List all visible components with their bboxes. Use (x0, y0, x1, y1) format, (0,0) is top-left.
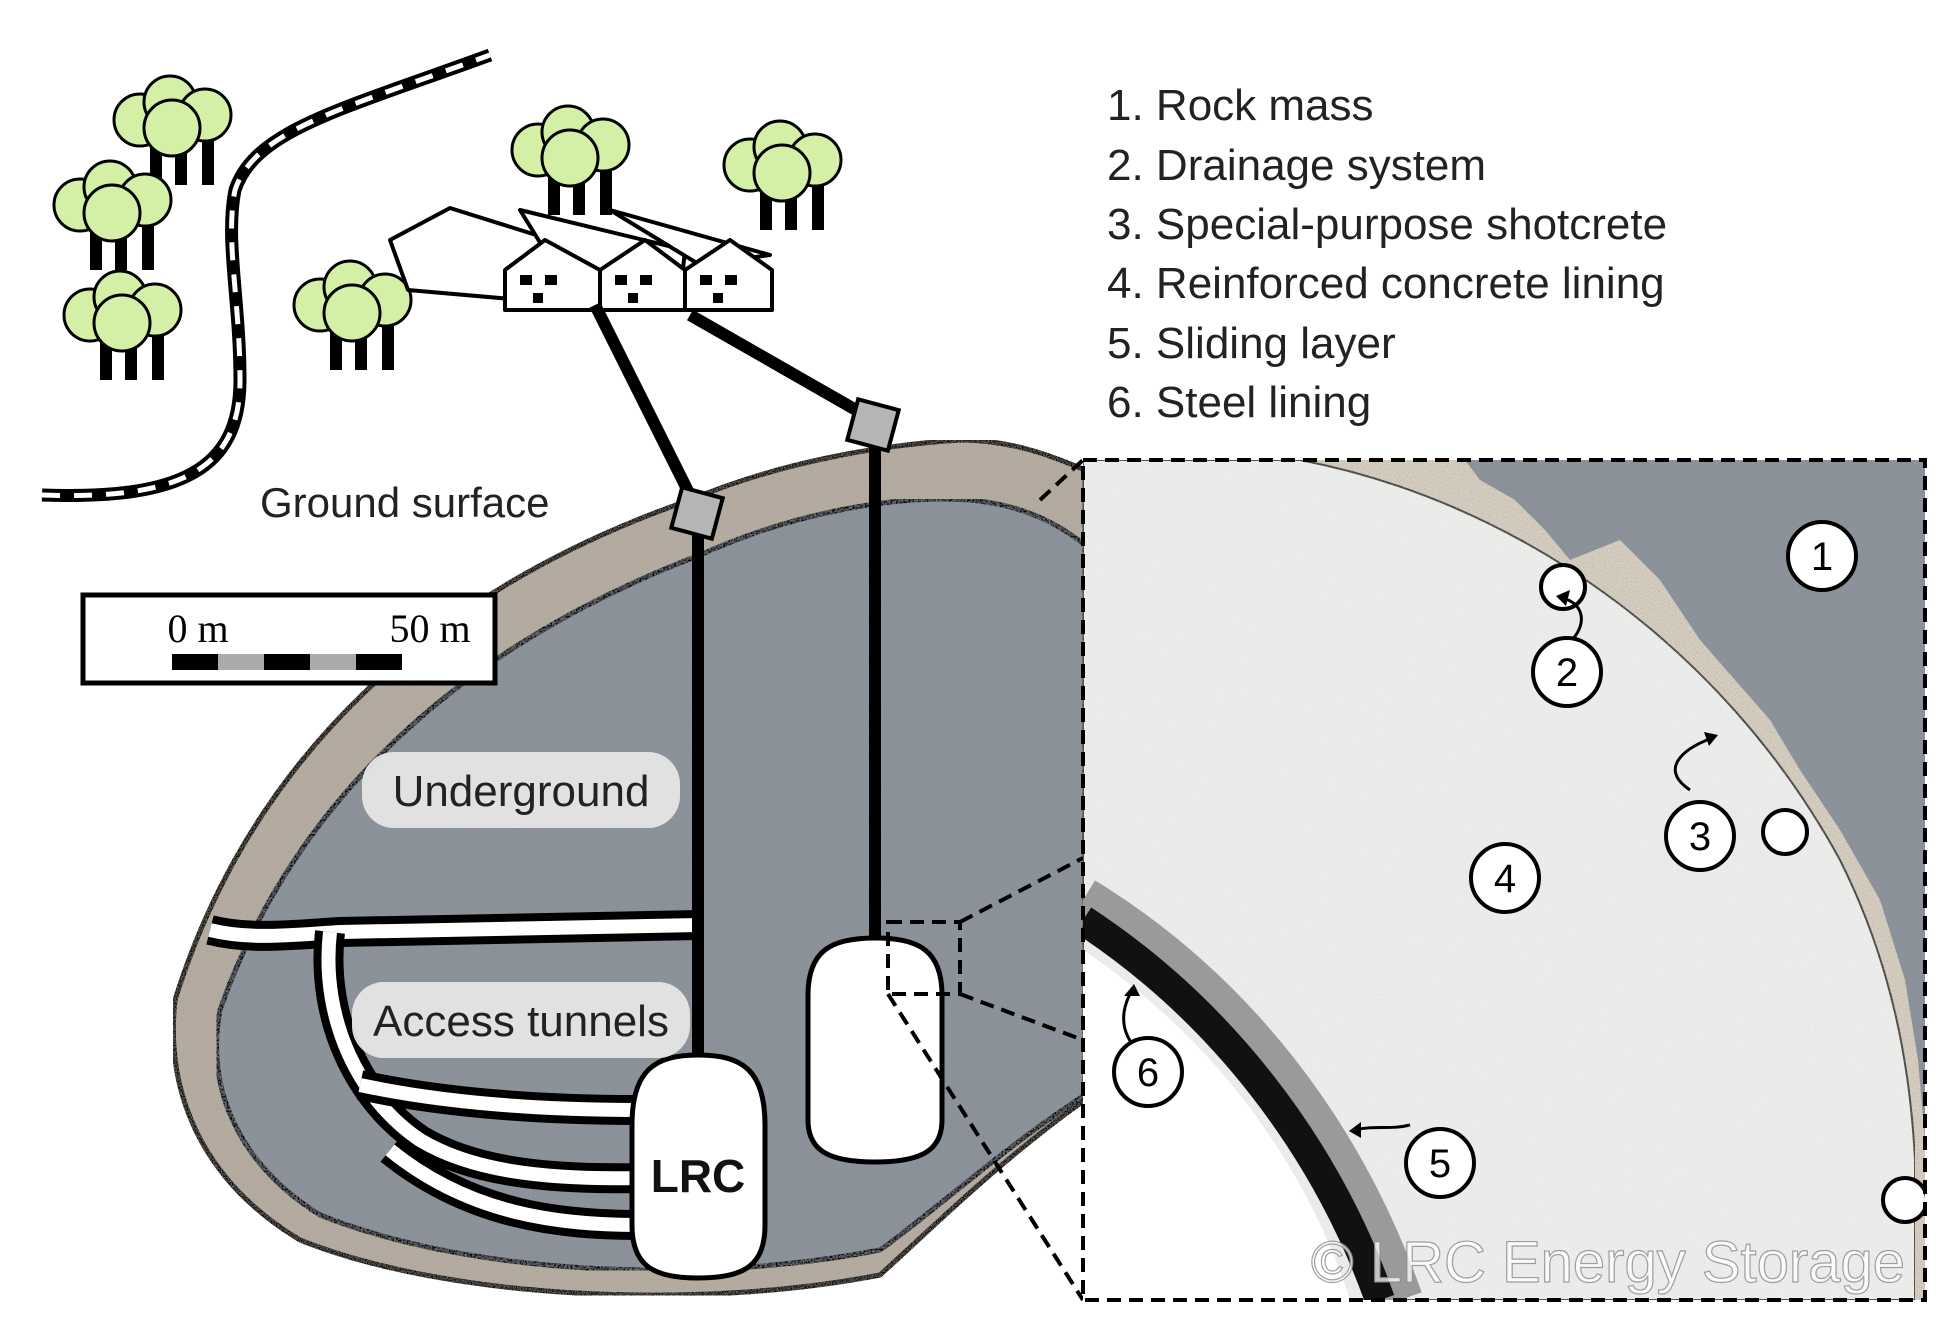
tree-cluster (62, 269, 183, 380)
svg-text:Access tunnels: Access tunnels (373, 997, 669, 1046)
drainage-pipe (1881, 1176, 1925, 1224)
watermark: © LRC Energy Storage (1311, 1230, 1905, 1295)
railway (41, 48, 493, 503)
legend-item-steel-lining: 6. Steel lining (1107, 378, 1371, 427)
scale-bar: 0 m 50 m (80, 592, 498, 686)
tree-cluster (510, 104, 631, 215)
legend-item-sliding-layer: 5. Sliding layer (1107, 319, 1396, 368)
access-tunnels-label: Access tunnels (352, 982, 690, 1058)
drainage-pipe (1761, 808, 1809, 856)
access-tunnels (206, 910, 701, 1240)
legend-item-rock-mass: 1. Rock mass (1107, 81, 1374, 130)
svg-text:Underground: Underground (393, 767, 650, 816)
underground-label: Underground (362, 752, 680, 828)
tree-cluster (52, 159, 173, 270)
callout-4: 4 (1469, 842, 1541, 914)
callout-2: 2 (1531, 636, 1603, 708)
lrc-label: LRC (651, 1150, 746, 1202)
legend: 1. Rock mass 2. Drainage system 3. Speci… (1107, 81, 1667, 427)
lrc-cavern (629, 1052, 768, 1281)
svg-text:4: 4 (1494, 857, 1516, 901)
callout-arrowheads (1124, 590, 1718, 1138)
svg-text:6: 6 (1137, 1051, 1159, 1095)
tree-cluster (292, 259, 413, 370)
callout-1: 1 (1786, 520, 1858, 592)
scale-min-label: 0 m (167, 606, 228, 651)
zoom-indicator-lines (886, 458, 1085, 1302)
shafts (589, 302, 902, 1070)
scale-max-label: 50 m (389, 606, 470, 651)
ground-surface-label: Ground surface (260, 479, 550, 526)
legend-item-drainage-system: 2. Drainage system (1107, 141, 1486, 190)
drainage-pipe (1539, 563, 1587, 611)
tree-cluster (112, 74, 233, 185)
callout-5: 5 (1404, 1127, 1476, 1199)
legend-item-concrete-lining: 4. Reinforced concrete lining (1107, 259, 1665, 308)
callout-6: 6 (1112, 1036, 1184, 1108)
svg-text:3: 3 (1689, 815, 1711, 859)
svg-text:2: 2 (1556, 651, 1578, 695)
tree-cluster (722, 119, 843, 230)
svg-text:1: 1 (1811, 535, 1833, 579)
legend-item-shotcrete: 3. Special-purpose shotcrete (1107, 200, 1667, 249)
lrc-cavern (805, 935, 945, 1165)
svg-text:5: 5 (1429, 1142, 1451, 1186)
inset-frame (1081, 458, 1927, 1302)
sliding-layer (1083, 880, 1422, 1300)
steel-lining (1083, 907, 1395, 1300)
callout-3: 3 (1664, 800, 1736, 872)
surface-buildings (388, 206, 774, 312)
